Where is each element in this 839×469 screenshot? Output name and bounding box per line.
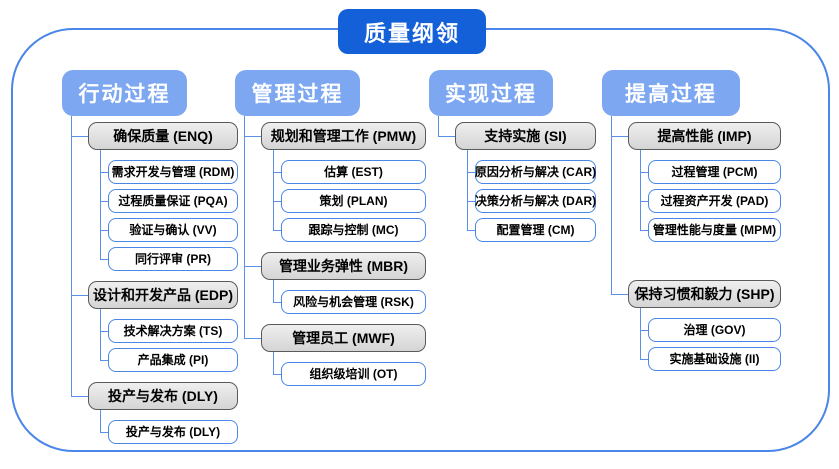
- process-group-node: 投产与发布 (DLY): [88, 382, 238, 410]
- process-node: 跟踪与控制 (MC): [281, 218, 426, 242]
- process-node-item: 同行评审 (PR): [100, 242, 238, 271]
- process-node-item: 跟踪与控制 (MC): [273, 213, 426, 242]
- group-list: 规划和管理工作 (PMW) 估算 (EST) 策划 (PLAN) 跟踪与控制 (…: [235, 116, 426, 390]
- process-node-item: 过程资产开发 (PAD): [640, 184, 781, 213]
- column-header: 实现过程: [429, 70, 553, 116]
- process-node: 过程管理 (PCM): [648, 160, 781, 184]
- process-group: 确保质量 (ENQ) 需求开发与管理 (RDM) 过程质量保证 (PQA) 验证…: [71, 116, 238, 275]
- process-node-item: 过程质量保证 (PQA): [100, 184, 238, 213]
- process-group-node: 确保质量 (ENQ): [88, 122, 238, 150]
- process-node: 实施基础设施 (II): [648, 347, 781, 371]
- child-list: 治理 (GOV) 实施基础设施 (II): [628, 308, 781, 371]
- process-node: 估算 (EST): [281, 160, 426, 184]
- process-node: 管理性能与度量 (MPM): [648, 218, 781, 242]
- child-list: 投产与发布 (DLY): [88, 410, 238, 444]
- process-node: 过程质量保证 (PQA): [108, 189, 238, 213]
- process-node: 产品集成 (PI): [108, 348, 238, 372]
- process-group-node: 规划和管理工作 (PMW): [261, 122, 426, 150]
- process-node-item: 技术解决方案 (TS): [100, 309, 238, 343]
- process-node-item: 组织级培训 (OT): [273, 352, 426, 386]
- process-node-item: 产品集成 (PI): [100, 343, 238, 372]
- process-group: 管理员工 (MWF) 组织级培训 (OT): [244, 318, 426, 390]
- process-node-item: 策划 (PLAN): [273, 184, 426, 213]
- column-action-process: 行动过程 确保质量 (ENQ) 需求开发与管理 (RDM) 过程质量保证 (PQ…: [62, 70, 238, 448]
- process-node: 配置管理 (CM): [475, 218, 596, 242]
- column-realization-process: 实现过程 支持实施 (SI) 原因分析与解决 (CAR) 决策分析与解决 (DA…: [429, 70, 596, 246]
- child-list: 估算 (EST) 策划 (PLAN) 跟踪与控制 (MC): [261, 150, 426, 242]
- child-list: 组织级培训 (OT): [261, 352, 426, 386]
- process-group: 支持实施 (SI) 原因分析与解决 (CAR) 决策分析与解决 (DAR) 配置…: [438, 116, 596, 246]
- group-list: 支持实施 (SI) 原因分析与解决 (CAR) 决策分析与解决 (DAR) 配置…: [429, 116, 596, 246]
- process-group-node: 设计和开发产品 (EDP): [88, 281, 238, 309]
- child-list: 风险与机会管理 (RSK): [261, 280, 426, 314]
- process-node: 治理 (GOV): [648, 318, 781, 342]
- group-list: 提高性能 (IMP) 过程管理 (PCM) 过程资产开发 (PAD) 管理性能与…: [602, 116, 781, 375]
- column-management-process: 管理过程 规划和管理工作 (PMW) 估算 (EST) 策划 (PLAN) 跟踪…: [235, 70, 426, 390]
- group-list: 确保质量 (ENQ) 需求开发与管理 (RDM) 过程质量保证 (PQA) 验证…: [62, 116, 238, 448]
- process-group: 保持习惯和毅力 (SHP) 治理 (GOV) 实施基础设施 (II): [611, 246, 781, 375]
- process-node: 投产与发布 (DLY): [108, 420, 238, 444]
- process-node-item: 风险与机会管理 (RSK): [273, 280, 426, 314]
- process-node-item: 配置管理 (CM): [467, 213, 596, 242]
- process-node-item: 估算 (EST): [273, 150, 426, 184]
- process-node-item: 需求开发与管理 (RDM): [100, 150, 238, 184]
- process-node: 决策分析与解决 (DAR): [475, 189, 596, 213]
- child-list: 原因分析与解决 (CAR) 决策分析与解决 (DAR) 配置管理 (CM): [455, 150, 596, 242]
- column-improvement-process: 提高过程 提高性能 (IMP) 过程管理 (PCM) 过程资产开发 (PAD) …: [602, 70, 781, 375]
- column-header: 提高过程: [602, 70, 740, 116]
- process-node-item: 实施基础设施 (II): [640, 342, 781, 371]
- process-group-node: 管理员工 (MWF): [261, 324, 426, 352]
- process-node: 风险与机会管理 (RSK): [281, 290, 426, 314]
- process-node-item: 治理 (GOV): [640, 308, 781, 342]
- process-node-item: 投产与发布 (DLY): [100, 410, 238, 444]
- process-group-node: 支持实施 (SI): [455, 122, 596, 150]
- process-node: 过程资产开发 (PAD): [648, 189, 781, 213]
- column-header: 管理过程: [235, 70, 360, 116]
- child-list: 需求开发与管理 (RDM) 过程质量保证 (PQA) 验证与确认 (VV) 同行…: [88, 150, 238, 271]
- process-node: 原因分析与解决 (CAR): [475, 160, 596, 184]
- diagram-title: 质量纲领: [338, 9, 486, 54]
- process-group-node: 保持习惯和毅力 (SHP): [628, 280, 781, 308]
- process-node-item: 决策分析与解决 (DAR): [467, 184, 596, 213]
- process-node: 技术解决方案 (TS): [108, 319, 238, 343]
- process-group: 管理业务弹性 (MBR) 风险与机会管理 (RSK): [244, 246, 426, 318]
- process-node: 组织级培训 (OT): [281, 362, 426, 386]
- process-node: 需求开发与管理 (RDM): [108, 160, 238, 184]
- column-header: 行动过程: [62, 70, 187, 116]
- process-group: 投产与发布 (DLY) 投产与发布 (DLY): [71, 376, 238, 448]
- process-node-item: 管理性能与度量 (MPM): [640, 213, 781, 242]
- process-node-item: 验证与确认 (VV): [100, 213, 238, 242]
- process-group-node: 管理业务弹性 (MBR): [261, 252, 426, 280]
- process-node-item: 过程管理 (PCM): [640, 150, 781, 184]
- process-group: 提高性能 (IMP) 过程管理 (PCM) 过程资产开发 (PAD) 管理性能与…: [611, 116, 781, 246]
- process-node: 同行评审 (PR): [108, 247, 238, 271]
- process-node: 策划 (PLAN): [281, 189, 426, 213]
- child-list: 过程管理 (PCM) 过程资产开发 (PAD) 管理性能与度量 (MPM): [628, 150, 781, 242]
- process-group: 规划和管理工作 (PMW) 估算 (EST) 策划 (PLAN) 跟踪与控制 (…: [244, 116, 426, 246]
- process-node-item: 原因分析与解决 (CAR): [467, 150, 596, 184]
- process-group: 设计和开发产品 (EDP) 技术解决方案 (TS) 产品集成 (PI): [71, 275, 238, 376]
- process-group-node: 提高性能 (IMP): [628, 122, 781, 150]
- child-list: 技术解决方案 (TS) 产品集成 (PI): [88, 309, 238, 372]
- process-node: 验证与确认 (VV): [108, 218, 238, 242]
